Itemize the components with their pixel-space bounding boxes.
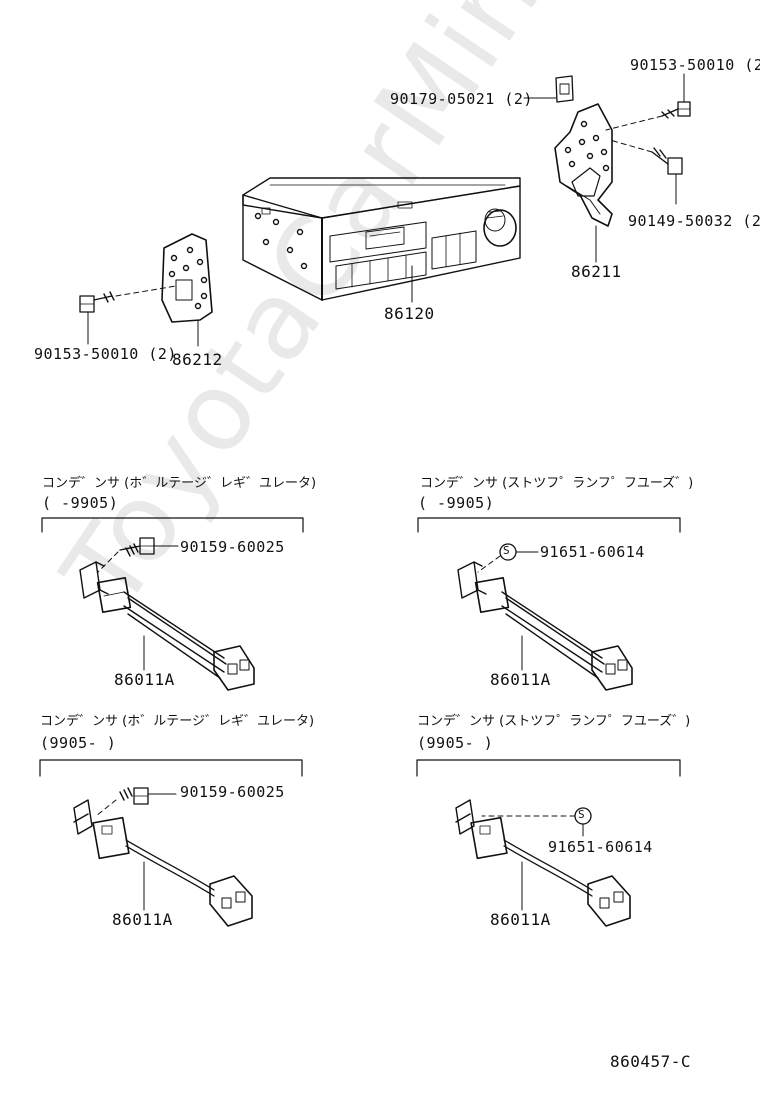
label-screw-right-upper: 90153-50010 (2) (630, 56, 760, 74)
figure-code: 860457-C (610, 1052, 692, 1071)
panel-2-symbol: S (503, 544, 511, 557)
panel-2-range: ( -9905) (418, 494, 495, 512)
label-bracket-right: 86211 (571, 262, 622, 281)
panel-2-title: コンデ゛ンサ (ストツフ゜ランフ゜フユーズ゛) (420, 476, 694, 491)
panel-3-part: 86011A (112, 910, 173, 929)
panel-4-fastener: 91651-60614 (548, 838, 653, 856)
panel-bracket-2 (417, 517, 681, 533)
label-screw-right-lower: 90149-50032 (2) (628, 212, 760, 230)
condenser-drawing-3 (73, 787, 253, 927)
panel-bracket-4 (416, 759, 681, 777)
bracket-86212-drawing (79, 233, 213, 347)
condenser-drawing-1 (79, 537, 255, 691)
panel-1-fastener: 90159-60025 (180, 538, 285, 556)
panel-4-symbol: S (578, 808, 586, 821)
panel-2-fastener: 91651-60614 (540, 543, 645, 561)
condenser-drawing-2 (457, 543, 633, 691)
panel-bracket-1 (41, 517, 304, 533)
panel-1-range: ( -9905) (42, 494, 119, 512)
label-screw-left: 90153-50010 (2) (34, 345, 177, 363)
panel-4-range: (9905- ) (417, 734, 494, 752)
panel-1-title: コンデ゛ンサ (ホ゛ルテージ゛レギ゛ユレータ) (42, 476, 317, 491)
panel-3-title: コンデ゛ンサ (ホ゛ルテージ゛レギ゛ユレータ) (40, 714, 315, 729)
bracket-86211-drawing (523, 73, 691, 263)
panel-3-range: (9905- ) (40, 734, 117, 752)
label-radio-unit: 86120 (384, 304, 435, 323)
radio-unit-drawing (242, 177, 521, 301)
panel-3-fastener: 90159-60025 (180, 783, 285, 801)
condenser-drawing-4 (455, 799, 631, 927)
panel-bracket-3 (39, 759, 303, 777)
label-bracket-left: 86212 (172, 350, 223, 369)
panel-1-part: 86011A (114, 670, 175, 689)
panel-4-part: 86011A (490, 910, 551, 929)
panel-4-title: コンデ゛ンサ (ストツフ゜ランフ゜フユーズ゛) (417, 714, 691, 729)
label-clip: 90179-05021 (2) (390, 90, 533, 108)
panel-2-part: 86011A (490, 670, 551, 689)
